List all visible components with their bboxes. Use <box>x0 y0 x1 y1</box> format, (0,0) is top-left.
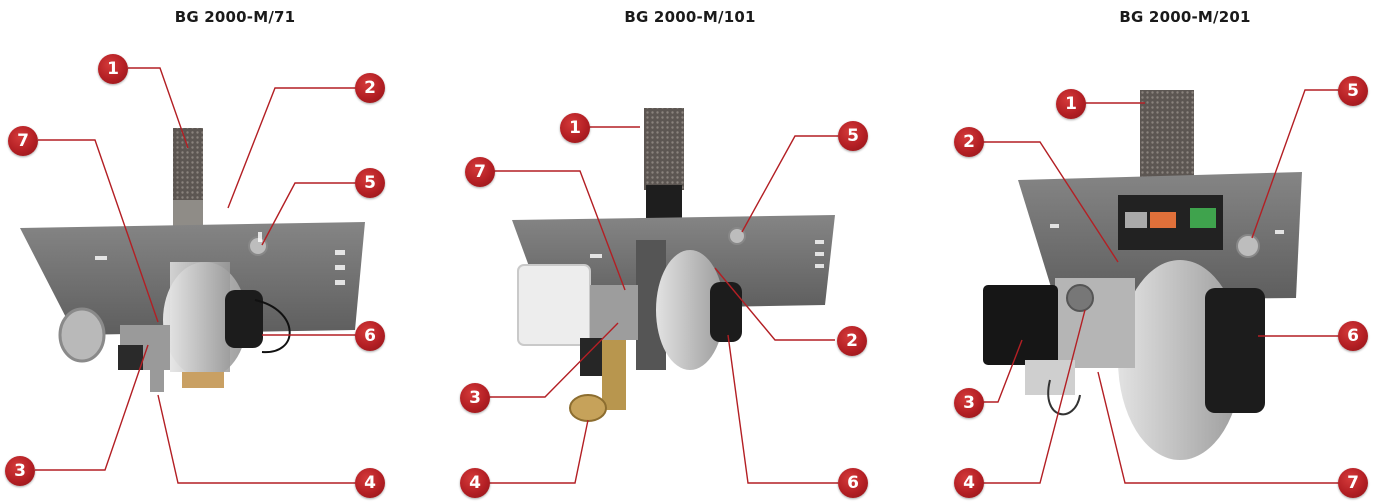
panel-title-101: BG 2000-M/101 <box>624 8 756 26</box>
callout-1: 1 <box>1056 89 1086 119</box>
callout-7: 7 <box>1338 468 1368 498</box>
callout-1: 1 <box>560 113 590 143</box>
gas-valve <box>590 285 638 340</box>
callout-3: 3 <box>460 383 490 413</box>
callout-6: 6 <box>1338 321 1368 351</box>
fan-housing <box>656 250 724 370</box>
flame-tube <box>1140 90 1194 190</box>
burner-101 <box>488 108 838 484</box>
panel-title-201: BG 2000-M/201 <box>1119 8 1251 26</box>
flame-tube <box>644 108 684 190</box>
motor <box>1205 288 1265 413</box>
callout-2: 2 <box>355 73 385 103</box>
callout-6: 6 <box>838 468 868 498</box>
gas-inlet-pipe <box>58 307 106 363</box>
callout-5: 5 <box>355 168 385 198</box>
control-box <box>983 285 1058 365</box>
gas-valve <box>1055 278 1135 368</box>
burner-71 <box>20 67 365 484</box>
motor <box>710 282 742 342</box>
callout-5: 5 <box>1338 76 1368 106</box>
burner-201 <box>982 89 1340 484</box>
callout-1: 1 <box>98 54 128 84</box>
gas-inlet-pipe <box>569 394 607 422</box>
callout-7: 7 <box>8 126 38 156</box>
callout-2: 2 <box>954 127 984 157</box>
callout-4: 4 <box>355 468 385 498</box>
callout-3: 3 <box>954 388 984 418</box>
motor <box>225 290 263 348</box>
callout-7: 7 <box>465 157 495 187</box>
control-box <box>517 264 591 346</box>
callout-4: 4 <box>954 468 984 498</box>
callout-2: 2 <box>837 326 867 356</box>
panel-title-71: BG 2000-M/71 <box>174 8 296 26</box>
callout-6: 6 <box>355 321 385 351</box>
callout-3: 3 <box>5 456 35 486</box>
callout-4: 4 <box>460 468 490 498</box>
callout-5: 5 <box>838 121 868 151</box>
